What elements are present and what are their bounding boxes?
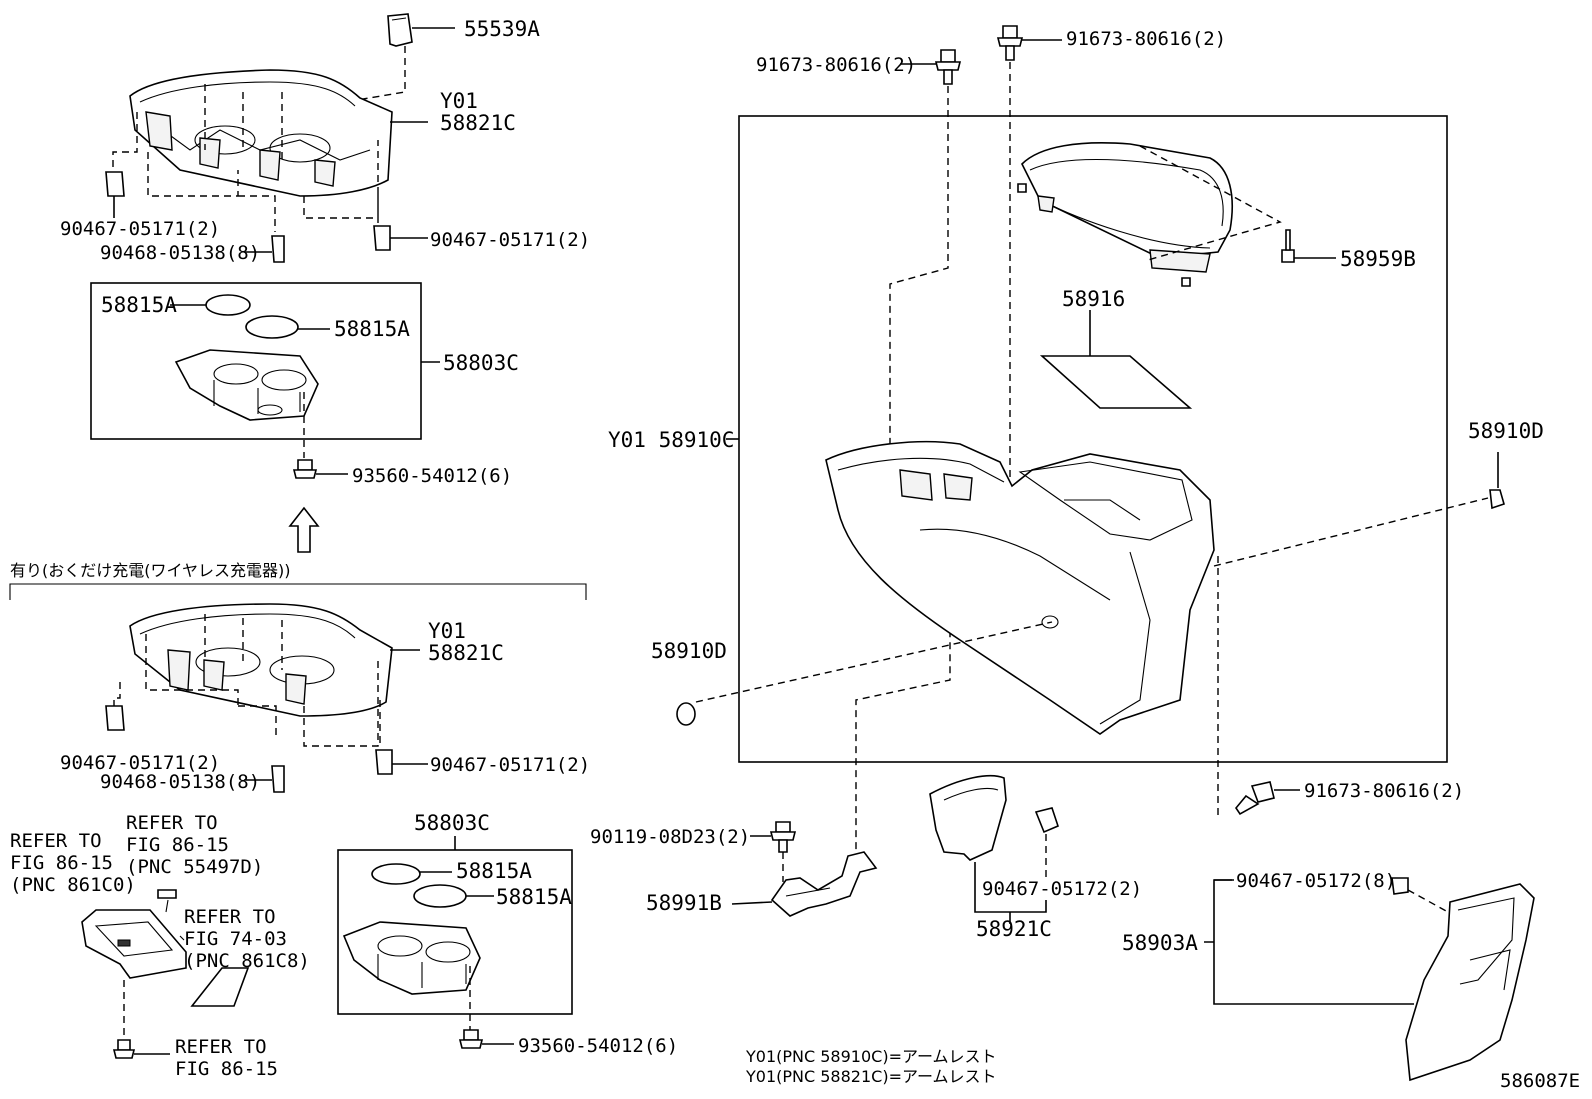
label-58910C: Y01 58910C — [608, 428, 735, 452]
label-91673-b: 91673-80616(2) — [1066, 28, 1227, 50]
label-93560-top: 93560-54012(6) — [352, 465, 513, 487]
label-58803C-bottom: 58803C — [414, 811, 490, 835]
label-refer-bolt: REFER TO FIG 86-15 — [175, 1036, 278, 1080]
label-90467-05172: 90467-05172(2) — [982, 878, 1143, 900]
label-58903A: 58903A — [1122, 931, 1198, 955]
leader-58991B — [731, 901, 773, 905]
label-fig-id: 586087E — [1500, 1070, 1581, 1092]
clip-90467-05172 — [1034, 807, 1059, 834]
ring-58815A-1 — [205, 294, 251, 316]
label-90467-ml: 90467-05171(2) — [60, 752, 221, 774]
box-58803C-top — [90, 282, 422, 440]
cup-holder-58803C-top — [174, 349, 319, 421]
cup-holder-58803C-bottom — [342, 921, 481, 995]
bolt-charger — [112, 1039, 136, 1059]
label-58803C-top: 58803C — [443, 351, 519, 375]
condition-bracket — [9, 583, 587, 600]
label-58815A-1: 58815A — [101, 293, 177, 317]
label-condition-jp: 有り(おくだけ充電(ワイヤレス充電器)) — [10, 561, 291, 580]
label-58815A-2: 58815A — [334, 317, 410, 341]
dash-58910D-l — [695, 621, 1053, 703]
leaders-mid-panel — [113, 614, 381, 747]
ring-58815A-4 — [413, 884, 467, 908]
leader-58903A — [1204, 879, 1414, 1005]
ring-58815A-3 — [371, 863, 421, 885]
leader-55539A — [344, 46, 406, 103]
console-panel-58821C-top — [129, 69, 393, 197]
cap-58910D-r — [1489, 489, 1505, 510]
console-panel-58821C-mid — [129, 603, 393, 717]
clip-90468-m — [271, 765, 285, 793]
label-58991B: 58991B — [646, 891, 722, 915]
label-y01-top: Y01 — [440, 89, 478, 113]
wireless-charger — [81, 909, 187, 979]
bolt-91673-a — [934, 49, 962, 85]
label-90119: 90119-08D23(2) — [590, 826, 751, 848]
label-90468-t: 90468-05138(8) — [100, 242, 261, 264]
pad-55497D — [157, 889, 177, 899]
bolt-91673-b — [996, 25, 1024, 61]
leader-charger-refs — [165, 899, 185, 941]
screw-small-1 — [1017, 183, 1027, 193]
cover-58921C — [929, 774, 1007, 861]
label-90467-05172-8: 90467-05172(8) — [1236, 870, 1397, 892]
label-58821C-mid: 58821C — [428, 641, 504, 665]
dash-90467-8 — [1407, 889, 1449, 913]
clip-90467-ml — [105, 705, 125, 731]
cap-58910D-l — [676, 702, 696, 726]
clip-90467-mr — [375, 749, 393, 775]
label-58815A-4: 58815A — [496, 885, 572, 909]
bracket-58991B — [770, 851, 878, 917]
label-58821C-top: 58821C — [440, 111, 516, 135]
label-refer-55497d: REFER TO FIG 86-15 (PNC 55497D) — [126, 812, 264, 878]
clip-90467-05172-8 — [1391, 877, 1409, 895]
armrest-lid — [1021, 142, 1233, 273]
label-refer-861c8: REFER TO FIG 74-03 (PNC 861C8) — [184, 906, 310, 972]
bolt-90119 — [769, 821, 797, 853]
label-refer-861c0: REFER TO FIG 86-15 (PNC 861C0) — [10, 830, 136, 896]
leaders-top-panel — [112, 84, 379, 232]
label-y01-mid: Y01 — [428, 619, 466, 643]
label-58815A-3: 58815A — [456, 859, 532, 883]
label-58959B: 58959B — [1340, 247, 1416, 271]
ring-58815A-2 — [245, 315, 299, 339]
screw-58959B — [1281, 229, 1295, 263]
screw-small-2 — [1181, 277, 1191, 287]
clip-90467-tl — [105, 171, 125, 197]
label-91673-c: 91673-80616(2) — [1304, 780, 1465, 802]
label-90468-m: 90468-05138(8) — [100, 771, 261, 793]
side-panel-58903A — [1405, 883, 1535, 1082]
switch-55539A — [387, 13, 413, 47]
bolt-93560-top — [292, 459, 318, 479]
label-58916: 58916 — [1062, 287, 1126, 311]
clip-90467-tr — [373, 225, 391, 251]
label-90467-tl: 90467-05171(2) — [60, 218, 221, 240]
bolt-91673-c — [1235, 781, 1275, 816]
label-90467-tr: 90467-05171(2) — [430, 229, 591, 251]
mat-58916 — [1039, 355, 1193, 409]
label-note-1: Y01(PNC 58910C)=アームレスト — [746, 1047, 997, 1066]
dash-lid — [1139, 145, 1282, 261]
clip-90468-t — [271, 235, 285, 263]
console-body-58910C — [825, 440, 1215, 735]
label-90467-mr: 90467-05171(2) — [430, 754, 591, 776]
label-58910D-right: 58910D — [1468, 419, 1544, 443]
label-58910D-left: 58910D — [651, 639, 727, 663]
label-93560-bottom: 93560-54012(6) — [518, 1035, 679, 1057]
label-58921C: 58921C — [976, 917, 1052, 941]
arrow-up — [288, 506, 320, 553]
label-91673-a: 91673-80616(2) — [756, 54, 917, 76]
label-note-2: Y01(PNC 58821C)=アームレスト — [746, 1067, 997, 1086]
label-55539A: 55539A — [464, 17, 540, 41]
sheet-861C8 — [190, 967, 250, 1007]
bolt-93560-bottom — [458, 1029, 484, 1049]
